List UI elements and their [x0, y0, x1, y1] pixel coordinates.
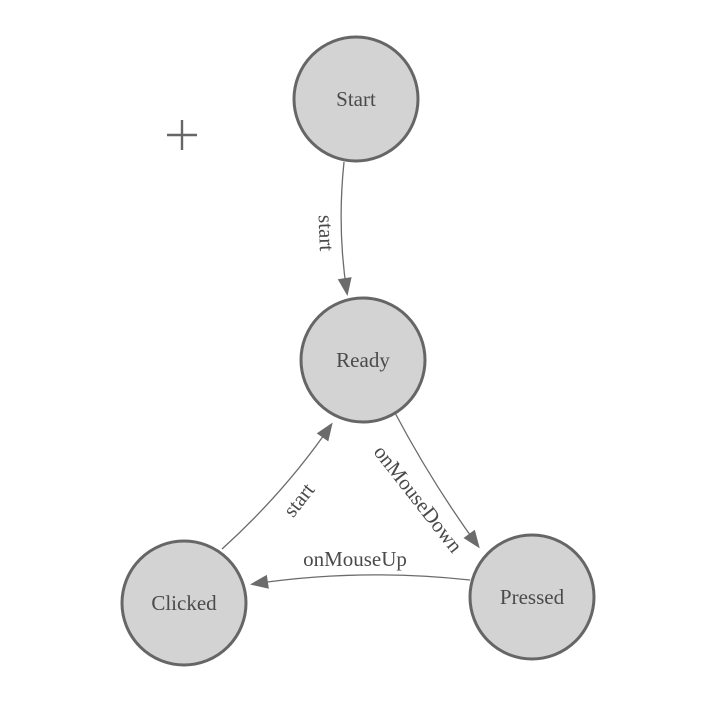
- state-circle-clicked[interactable]: [120, 539, 248, 667]
- edge-path-start-to-ready[interactable]: [337, 161, 352, 296]
- edge-path-pressed-to-clicked[interactable]: [250, 574, 471, 589]
- edge-clicked-to-ready[interactable]: start: [221, 422, 333, 550]
- state-circle-ready[interactable]: [299, 296, 427, 424]
- edge-label-ready-to-pressed: onMouseDown: [369, 440, 468, 557]
- state-node-ready[interactable]: Ready: [299, 296, 427, 424]
- state-label-ready: Ready: [336, 348, 390, 372]
- state-label-start: Start: [336, 87, 376, 111]
- plus-crosshair-icon: [167, 120, 197, 150]
- edge-ready-to-pressed[interactable]: onMouseDown: [369, 410, 480, 558]
- edge-label-pressed-to-clicked: onMouseUp: [303, 547, 407, 571]
- state-node-start[interactable]: Start: [292, 35, 420, 163]
- state-node-clicked[interactable]: Clicked: [120, 539, 248, 667]
- edge-label-start-to-ready: start: [314, 215, 339, 252]
- edge-path-ready-to-pressed[interactable]: [393, 410, 480, 549]
- state-circle-pressed[interactable]: [468, 533, 596, 661]
- state-node-pressed[interactable]: Pressed: [468, 533, 596, 661]
- edge-pressed-to-clicked[interactable]: onMouseUp: [250, 547, 471, 589]
- state-circle-start[interactable]: [292, 35, 420, 163]
- edge-path-clicked-to-ready[interactable]: [221, 422, 333, 550]
- state-label-clicked: Clicked: [151, 591, 217, 615]
- edge-start-to-ready[interactable]: start: [314, 161, 352, 296]
- state-label-pressed: Pressed: [500, 585, 565, 609]
